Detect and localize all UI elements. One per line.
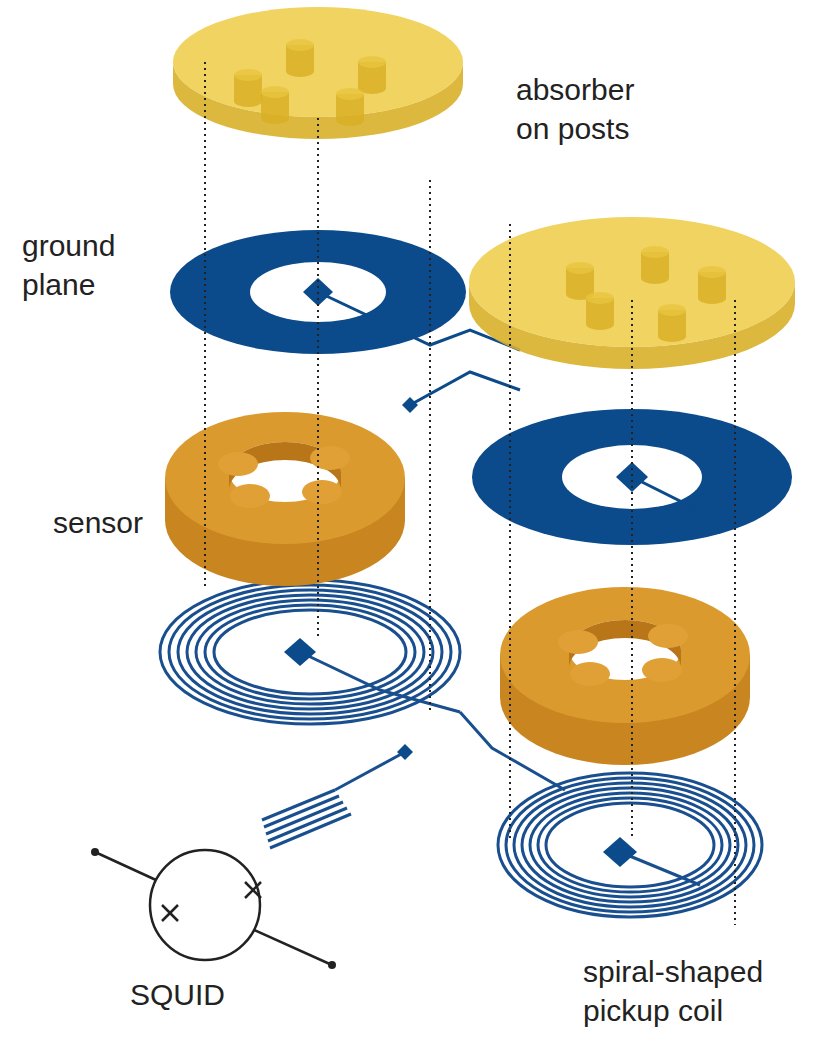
terminal-dot <box>91 848 99 856</box>
sensor-right <box>500 587 750 765</box>
pickup-coil-left <box>160 580 460 724</box>
part-label: ground plane <box>22 226 152 304</box>
part-label: spiral-shaped pickup coil <box>583 952 798 1030</box>
alignment-lines <box>205 62 735 925</box>
part-label: absorber on posts <box>516 70 666 148</box>
ground-plane-right <box>472 409 792 545</box>
bond-pad <box>397 744 413 760</box>
coil-pad <box>603 837 637 867</box>
coil-pad <box>284 638 316 666</box>
absorber-right <box>469 217 795 369</box>
part-label: SQUID <box>130 975 330 1014</box>
pickup-coil-right <box>498 773 762 917</box>
squid-symbol <box>95 850 332 965</box>
terminal-dot <box>328 961 336 969</box>
sensor-left <box>165 412 405 586</box>
part-label: sensor <box>53 503 253 542</box>
ground-plane-left <box>170 230 520 413</box>
